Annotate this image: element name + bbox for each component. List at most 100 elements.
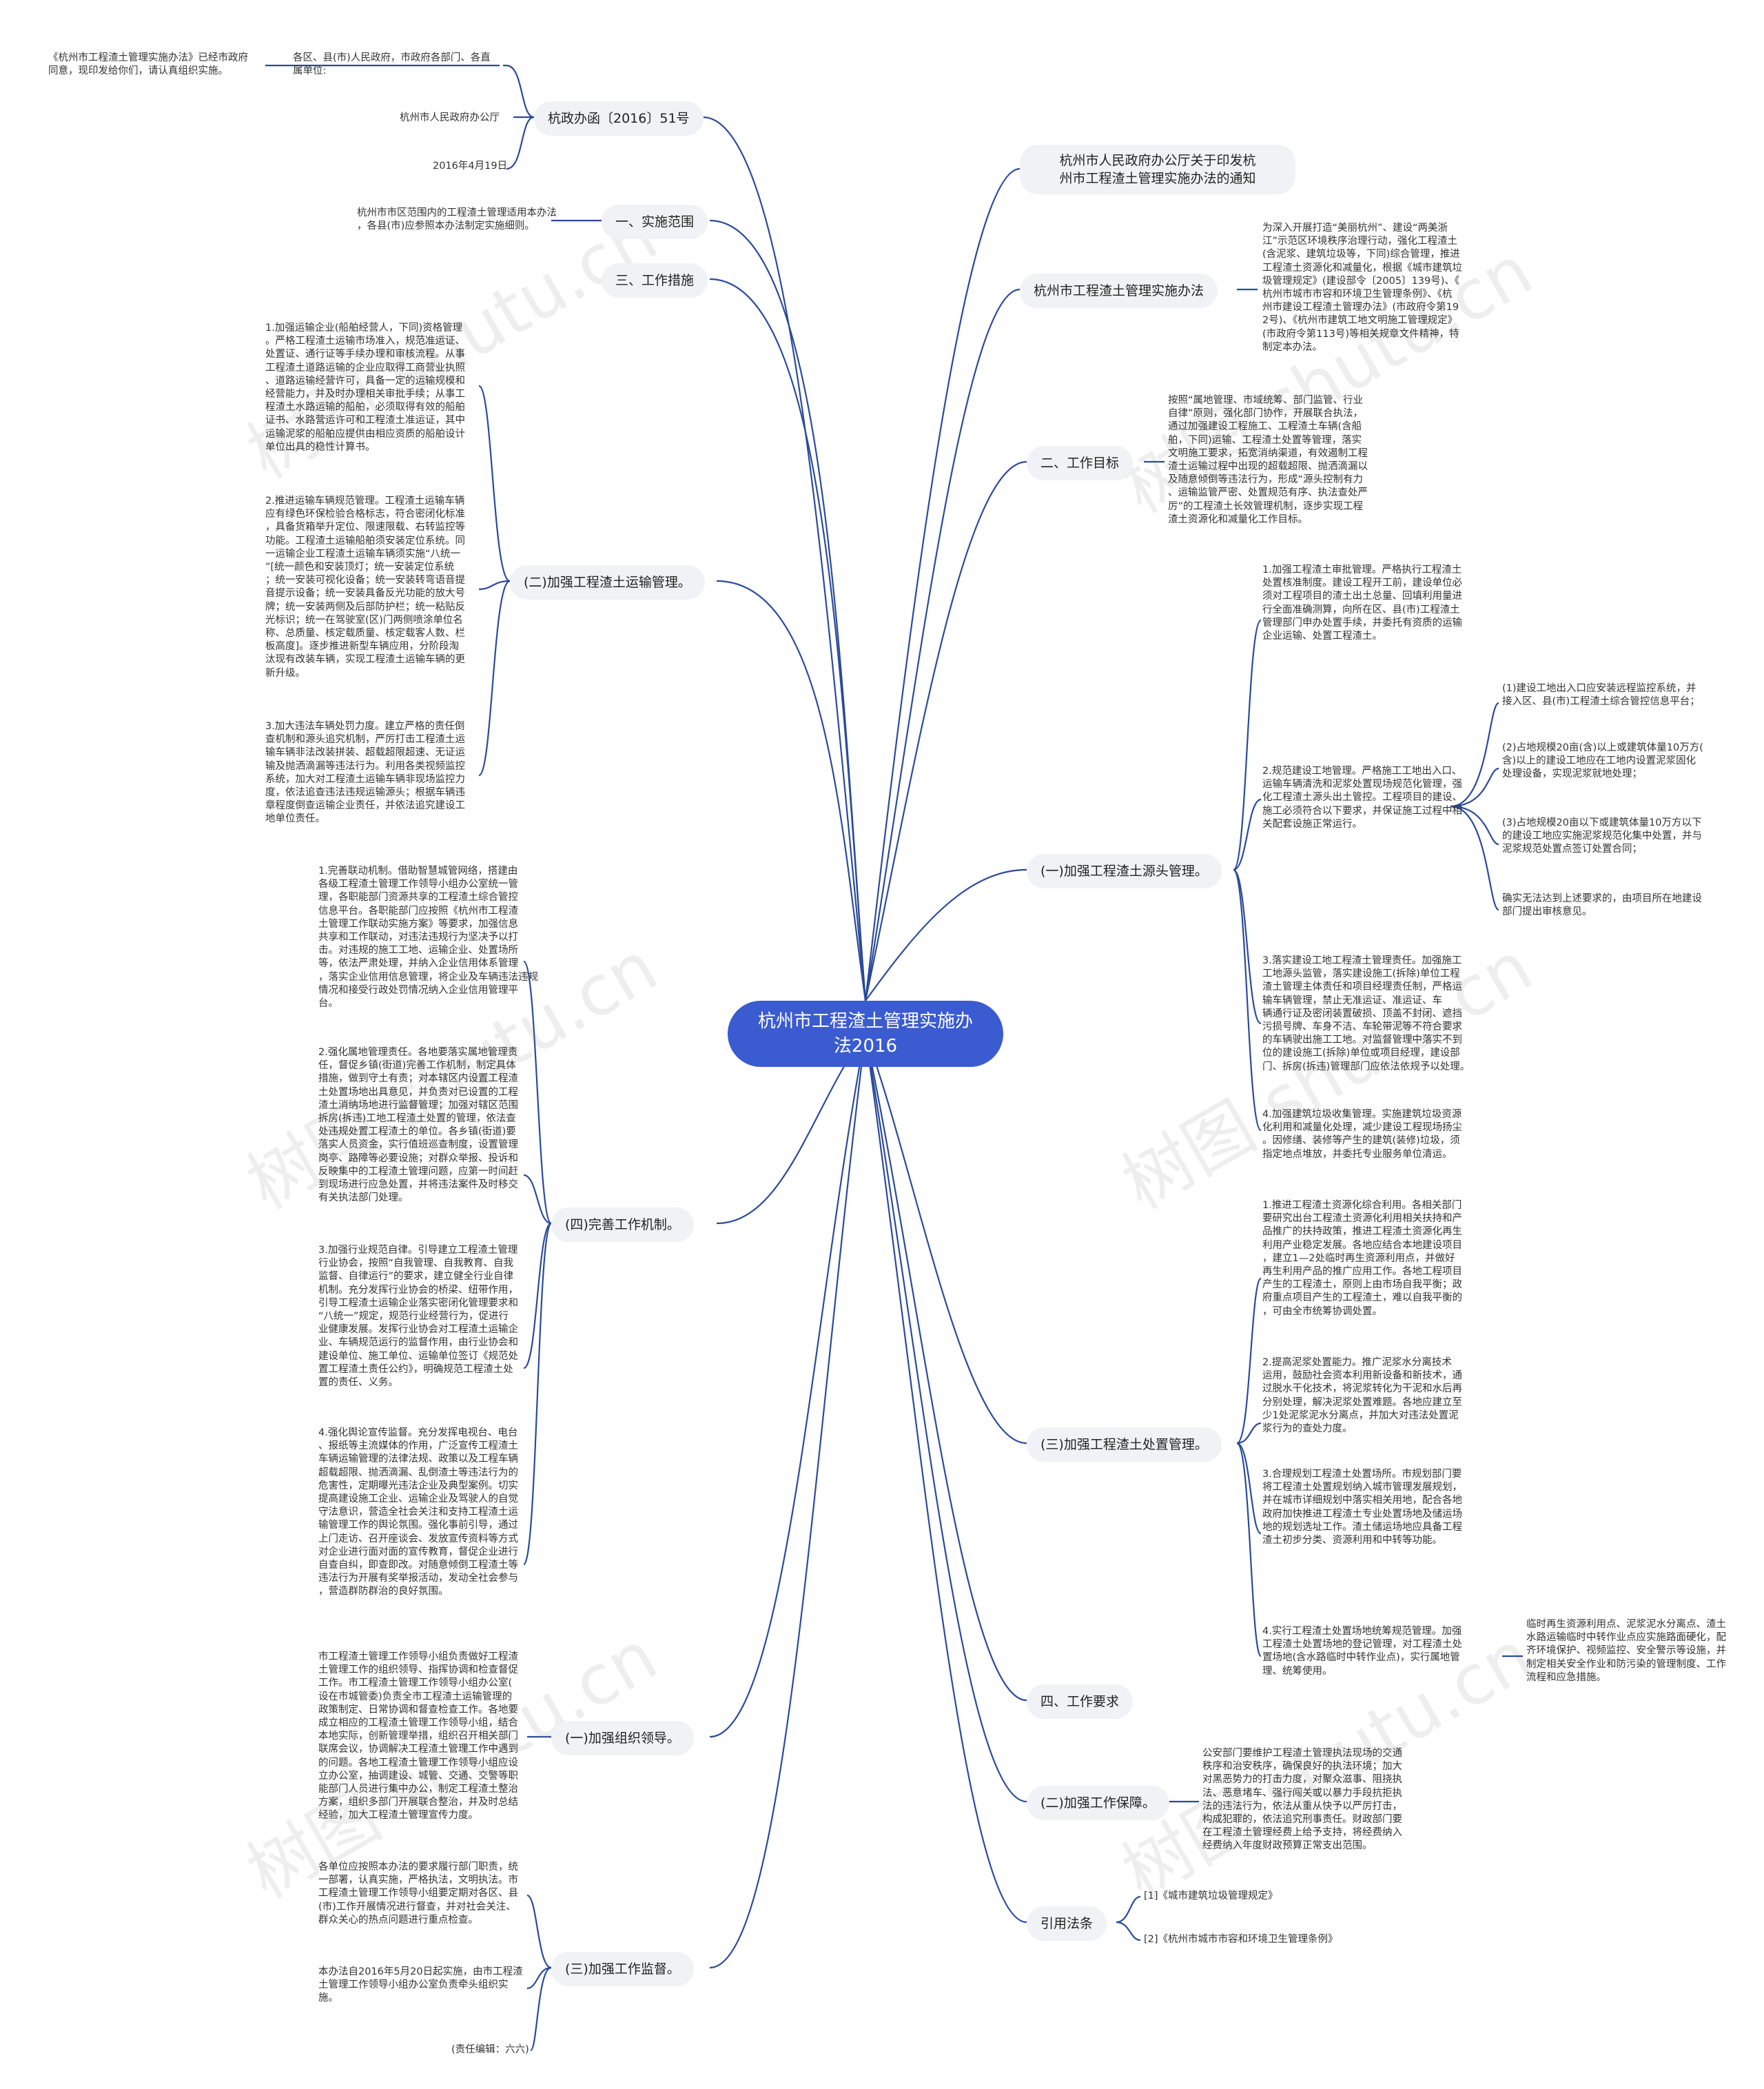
branch-requirements[interactable]: 四、工作要求 [1027,1684,1134,1719]
text-line: (含泥浆、建筑垃圾等，下同)综合管理，推进 [1262,249,1460,261]
text-line: 2016年4月19日 [433,161,508,172]
branch-citations[interactable]: 引用法条 [1027,1906,1107,1941]
text-line: 落实人员资金，实行值班巡查制度，设置管理 [318,1139,518,1151]
text-line: 属单位: [293,65,327,77]
text-line: 构成犯罪的，依法追究刑事责任。财政部门要 [1202,1814,1402,1826]
text-line: 《杭州市工程渣土管理实施办法》已经市政府 [48,52,248,63]
text-line: 引导工程渣土运输企业落实密闭化管理要求和 [318,1297,518,1309]
text-line: ，营造群防群治的良好氛围。 [318,1586,449,1598]
text-line: 查机制和源头追究机制，严厉打击工程渣土运 [265,734,465,746]
text-line: 2.规范建设工地管理。严格施工工地出入口、 [1262,766,1462,777]
branch-method[interactable]: 杭州市工程渣土管理实施办法 [1020,274,1218,308]
text-line: 守法意识，营造全社会关注和支持工程渣土运 [318,1507,518,1518]
text-line: 应有绿色环保检验合格标志，符合密闭化标准 [265,509,465,520]
text-line: 府重点项目产生的工程渣土，难以自我平衡的 [1262,1292,1462,1304]
text-line: 超载超限、抛洒滴漏、乱倒渣土等违法行为的 [318,1467,518,1478]
text-line: (2)占地规模20亩(含)以上或建筑体量10万方( [1502,742,1703,753]
link [529,1966,552,2052]
branch-goal[interactable]: 二、工作目标 [1027,446,1134,480]
text-line: 单位出具的稳性计算书。 [265,441,376,453]
branch-organization[interactable]: (一)加强组织领导。 [551,1721,694,1755]
text-line: 方案，组织多部门开展联合整治，并及时总结 [318,1797,518,1808]
doc-addressee-text: 各区、县(市)人民政府，市政府各部门、各直 属单位: [293,52,491,78]
text-line: 门、拆房(拆违)管理部门应依法依规予以处理。 [1262,1061,1470,1072]
text-line: 拆房(拆违)工地工程渣土处置的管理，依法查 [318,1113,516,1125]
link [1236,1422,1262,1445]
link [1450,767,1499,808]
mechanism-item-2: 2.强化属地管理责任。各地要落实属地管理责 任，督促乡镇(街道)完善工作机制，制… [318,1046,518,1205]
text-line: 能部门人员进行集中办公，制定工程渣土整治 [318,1784,518,1795]
supervision-text-2: 本办法自2016年5月20日起实施，由市工程渣 土管理工作领导小组办公室负责牵头… [318,1966,523,2006]
text-line: 工程渣土资源化和减量化，根据《城市建筑垃 [1262,262,1462,274]
source-item-2-sub-3: (3)占地规模20亩以下或建筑体量10万方以下 的建设工地应实施泥浆规范化集中处… [1502,817,1702,857]
citation-1[interactable]: [1]《城市建筑垃圾管理规定》 [1144,1890,1278,1903]
text-line: 到现场进行应急处置，并将违法案件及时移交 [318,1179,518,1191]
branch-disposal[interactable]: (三)加强工程渣土处置管理。 [1027,1427,1222,1462]
text-line: 工作。市工程渣土管理工作领导小组办公室( [318,1678,513,1689]
text-line: 违法行为开展有奖举报活动，发动全社会参与 [318,1573,518,1584]
branch-doc-number[interactable]: 杭政办函〔2016〕51号 [534,101,704,136]
link [864,460,1027,1001]
root-topic[interactable]: 杭州市工程渣土管理实施办法2016 [728,1001,1003,1067]
branch-supervision[interactable]: (三)加强工作监督。 [551,1952,694,1986]
link [864,1033,1027,1702]
link [1116,1921,1141,1942]
text-line: 制定相关安全作业和防污染的管理制度、工作 [1526,1658,1726,1670]
text-line: 渣土资源化和减量化工作目标。 [1168,513,1308,525]
branch-measures[interactable]: 三、工作措施 [602,263,708,298]
text-line: 按照“属地管理、市域统筹、部门监管、行业 [1168,395,1364,406]
text-line: 置场地(含水路临时中转作业点)，实行属地管 [1262,1652,1460,1664]
text-line: ，可由全市统筹协调处置。 [1262,1305,1382,1317]
text-line: 法、恶意堵车、强行闯关或以暴力手段抗拒执 [1202,1787,1402,1799]
mechanism-item-1: 1.完善联动机制。借助智慧城管网络，搭建由 各级工程渣土管理工作领导小组办公室统… [318,865,538,1010]
text-line: 立办公室，抽调建设、城管、交通、交警等职 [318,1770,518,1782]
text-line: 的问题。各地工程渣土管理工作领导小组应设 [318,1757,518,1769]
link [864,1033,1027,1924]
text-line: 分别处理，解决泥浆处置难题。各地应建立至 [1262,1396,1462,1408]
text-line: 土管理工作的组织领导、指挥协调和检查督促 [318,1664,518,1676]
link [1116,1895,1141,1924]
link [1450,805,1499,846]
transport-item-2: 2.推进运输车辆规范管理。工程渣土运输车辆 应有绿色环保检验合格标志，符合密闭化… [265,495,465,680]
text-line: 、报纸等主流媒体的作用，广泛宣传工程渣土 [318,1440,518,1452]
text-line: 输及抛洒滴漏等违法行为。利用各类视频监控 [265,760,465,772]
text-line: 一部署，认真实施，严格执法，文明执法。市 [318,1875,518,1886]
goal-text: 按照“属地管理、市域统筹、部门监管、行业 自律”原则，强化部门协作，开展联合执法… [1168,394,1368,527]
branch-guarantee[interactable]: (二)加强工作保障。 [1027,1786,1169,1820]
text-line: ，各县(市)应参照本办法制定实施细则。 [357,221,535,232]
text-line: 汰现有改装车辆，实现工程渣土运输车辆的更 [265,654,465,666]
link [1236,1277,1262,1445]
text-line: 置的责任、义务。 [318,1377,398,1389]
text-line: 利用产业稳定发展。各地应结合本地建设项目 [1262,1239,1462,1251]
text-line: ”[统一颜色和安装顶灯；统一安装定位系统 [265,562,455,573]
text-line: 部门提出审核意见。 [1502,906,1592,918]
text-line: 岗亭、路障等必要设施；对群众举报、投诉和 [318,1152,518,1164]
text-line: 光标识；统一在驾驶室(区)门两侧喷涂单位名 [265,614,463,626]
text-line: 2.强化属地管理责任。各地要落实属地管理责 [318,1047,518,1058]
citation-2[interactable]: [2]《杭州市城市市容和环境卫生管理条例》 [1144,1933,1338,1946]
branch-scope[interactable]: 一、实施范围 [602,205,708,239]
branch-mechanism[interactable]: (四)完善工作机制。 [551,1207,694,1242]
text-line: 水路运输临时中转作业点应实施路面硬化，配 [1526,1632,1726,1644]
branch-source[interactable]: (一)加强工程渣土源头管理。 [1027,854,1222,888]
text-line: 渣土管理主体责任和项目经理责任制，严格运 [1262,981,1462,993]
text-line: 。因修缮、装修等产生的建筑(装修)垃圾，须 [1262,1135,1460,1147]
text-line: 情况和接受行政处罚情况纳入企业信用管理平 [318,984,518,996]
disposal-item-1: 1.推进工程渣土资源化综合利用。各相关部门 要研究出台工程渣土资源化利用相关扶持… [1262,1199,1462,1318]
branch-transport[interactable]: (二)加强工程渣土运输管理。 [510,565,705,600]
text-line: 化利用和减量化处理，减少建设工程现场扬尘 [1262,1122,1462,1134]
notice-title-line: 州市工程渣土管理实施办法的通知 [1059,171,1256,186]
text-line: 文明施工要求，拓宽消纳渠道，有效遏制工程 [1168,447,1368,459]
text-line: 经费纳入年度财政预算正常支出范围。 [1202,1840,1373,1852]
text-line: 政府加快推进工程渣土专业处置场地及储运场 [1262,1508,1462,1520]
link [478,580,511,591]
text-line: 群众关心的热点问题进行重点检查。 [318,1914,478,1926]
text-line: 4.强化舆论宣传监督。充分发挥电视台、电台 [318,1427,518,1438]
link [709,278,867,1001]
text-line: ，落实企业信用信息管理，将企业及车辆违法违规 [318,971,538,983]
branch-notice-title[interactable]: 杭州市人民政府办公厅关于印发杭 州市工程渣土管理实施办法的通知 [1020,145,1295,194]
doc-date-text: 2016年4月19日 [433,160,507,173]
text-line: 临时再生资源利用点、泥浆泥水分离点、渣土 [1526,1619,1726,1630]
link [1232,868,1262,1132]
link [1450,702,1499,808]
